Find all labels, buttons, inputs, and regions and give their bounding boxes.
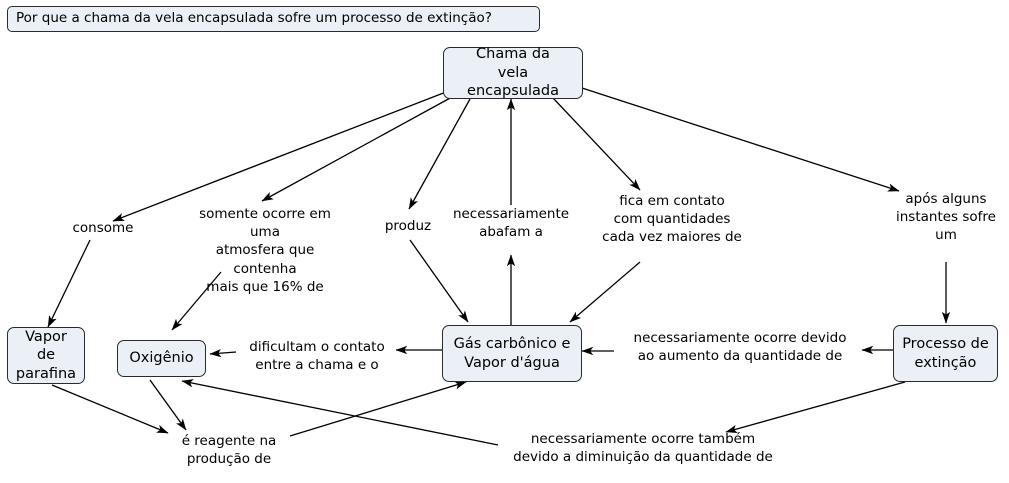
link-label-fica-em-contato: fica em contato com quantidades cada vez… — [602, 193, 742, 246]
edge-chama-consome — [112, 91, 447, 222]
edge-produz-gas — [409, 239, 469, 323]
link-label-necessariamente-ocorre-diminuicao: necessariamente ocorre também devido a d… — [513, 431, 773, 466]
edge-chama-fica — [552, 97, 641, 191]
edge-chama-produz — [408, 98, 471, 210]
edge-chama-somente — [261, 96, 453, 202]
link-label-consome: consome — [72, 220, 134, 236]
edge-oxigenio-reagente — [149, 379, 187, 431]
node-oxigenio[interactable]: Oxigênio — [117, 340, 206, 377]
node-processo-de-extincao[interactable]: Processo de extinção — [893, 325, 998, 382]
link-label-produz: produz — [384, 218, 432, 234]
link-label-apos-alguns-instantes: após alguns instantes sofre um — [896, 191, 996, 244]
focus-question: Por que a chama da vela encapsulada sofr… — [7, 6, 540, 32]
link-label-necessariamente-ocorre-aumento: necessariamente ocorre devido ao aumento… — [633, 330, 847, 365]
edge-vapor-reagente — [51, 384, 169, 434]
edge-reagente-gas — [289, 381, 467, 437]
edge-processo-diminuicao — [725, 381, 906, 433]
link-label-necessariamente-abafam-a: necessariamente abafam a — [452, 206, 570, 241]
edge-chama-apos — [581, 87, 900, 192]
link-label-somente-ocorre: somente ocorre em uma atmosfera que cont… — [199, 206, 331, 295]
edge-dificultam-oxigenio — [209, 348, 237, 358]
edge-consome-vapor — [47, 239, 91, 328]
node-vapor-de-parafina[interactable]: Vapor de parafina — [7, 327, 85, 384]
link-label-e-reagente-na-producao-de: é reagente na produção de — [181, 433, 277, 468]
node-chama-da-vela-encapsulada[interactable]: Chama da vela encapsulada — [443, 46, 583, 99]
link-label-dificultam-o-contato: dificultam o contato entre a chama e o — [249, 339, 385, 374]
edge-fica-gas — [569, 261, 641, 323]
node-gas-carbonico-e-vapor-dagua[interactable]: Gás carbônico e Vapor d'água — [442, 325, 582, 382]
